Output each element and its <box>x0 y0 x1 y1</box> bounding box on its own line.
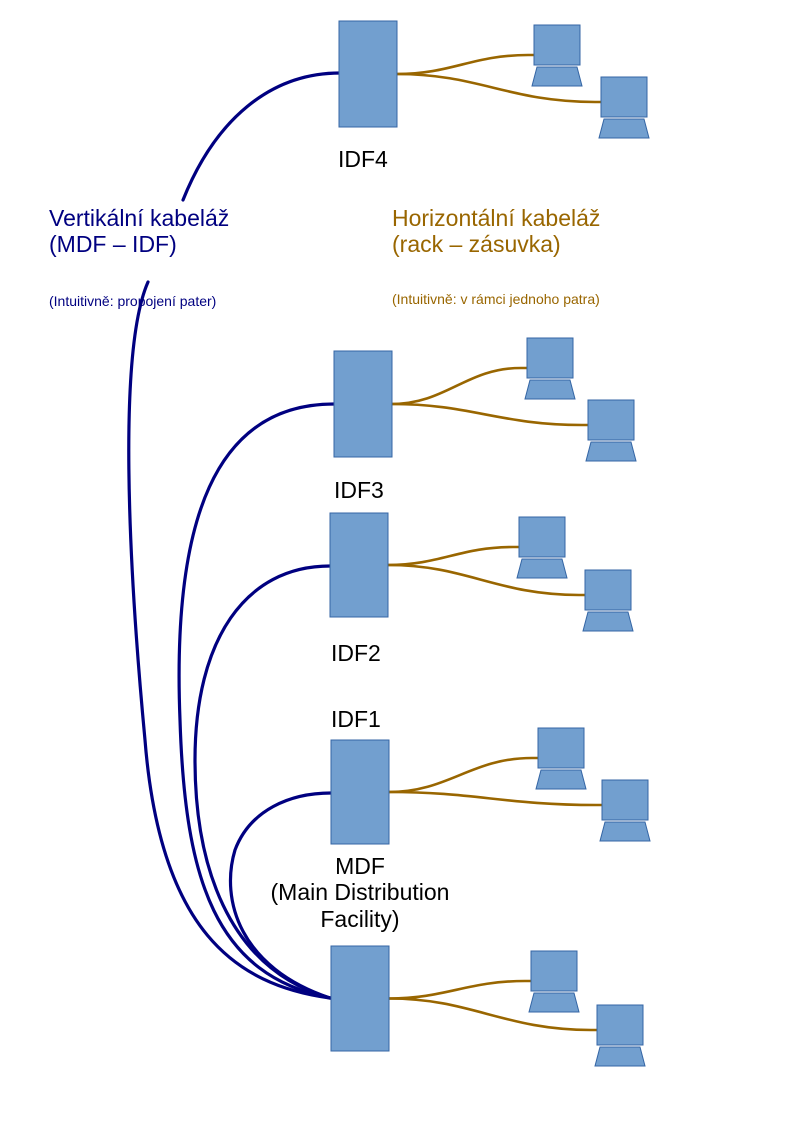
idf4-label: IDF4 <box>338 146 388 172</box>
mdf-label-line1: MDF <box>335 853 385 879</box>
monitor-icon <box>587 399 635 441</box>
keyboard-base-icon <box>582 611 634 632</box>
keyboard-base-icon <box>599 821 651 842</box>
keyboard-base-icon <box>516 558 568 579</box>
keyboard-base-icon <box>535 769 587 790</box>
keyboard-base-icon <box>531 66 583 87</box>
keyboard-base-icon <box>524 379 576 400</box>
horizontal-cabling-title-line1: Horizontální kabeláž <box>392 205 601 231</box>
workstation-idf4-1-computer-icon <box>531 24 583 87</box>
rack-idf4-rack-icon <box>338 20 398 128</box>
monitor-icon <box>601 779 649 821</box>
vertical-cabling-title-line1: Vertikální kabeláž <box>49 205 230 231</box>
mdf-label: MDF (Main Distribution Facility) <box>200 853 520 932</box>
monitor-icon <box>533 24 581 66</box>
horizontal-cabling-note: (Intuitivně: v rámci jednoho patra) <box>392 291 600 307</box>
device-layer <box>329 20 651 1067</box>
monitor-icon <box>530 950 578 992</box>
workstation-idf3-2-computer-icon <box>585 399 637 462</box>
horizontal-cable-idf2-2 <box>386 563 587 597</box>
vertical-cable-idf1 <box>228 791 333 1000</box>
horizontal-cable-idf3-2 <box>390 402 590 427</box>
vertical-cable-idf2 <box>193 564 332 1000</box>
workstation-idf2-1-computer-icon <box>516 516 568 579</box>
cable-layer <box>127 53 604 1032</box>
idf3-label: IDF3 <box>334 477 384 503</box>
horizontal-cabling-title-line2: (rack – zásuvka) <box>392 231 561 258</box>
rack-idf1-rack-icon <box>330 739 390 845</box>
rack-idf3-rack-icon <box>333 350 393 458</box>
workstation-mdf-1-computer-icon <box>528 950 580 1013</box>
horizontal-cabling-title: Horizontální kabeláž (rack – zásuvka) <box>392 205 600 258</box>
mdf-label-line3: Facility) <box>320 905 400 932</box>
horizontal-cable-mdf-1 <box>387 979 533 1000</box>
monitor-icon <box>537 727 585 769</box>
idf2-label: IDF2 <box>331 640 381 666</box>
horizontal-cable-mdf-2 <box>387 997 599 1032</box>
monitor-icon <box>600 76 648 118</box>
keyboard-base-icon <box>598 118 650 139</box>
monitor-icon <box>596 1004 644 1046</box>
vertical-cabling-title: Vertikální kabeláž (MDF – IDF) <box>49 205 229 258</box>
horizontal-cable-idf1-2 <box>387 790 604 807</box>
workstation-idf1-1-computer-icon <box>535 727 587 790</box>
keyboard-base-icon <box>528 992 580 1013</box>
workstation-idf4-2-computer-icon <box>598 76 650 139</box>
idf1-label: IDF1 <box>331 706 381 732</box>
horizontal-cable-idf4-2 <box>395 72 603 104</box>
workstation-idf2-2-computer-icon <box>582 569 634 632</box>
horizontal-cable-idf1-1 <box>387 756 540 794</box>
keyboard-base-icon <box>594 1046 646 1067</box>
vertical-cable-idf3 <box>177 402 336 1000</box>
workstation-idf1-2-computer-icon <box>599 779 651 842</box>
horizontal-cable-idf2-1 <box>386 545 521 567</box>
horizontal-cable-idf4-1 <box>395 53 536 76</box>
vertical-cable-idf4 <box>127 71 342 1000</box>
monitor-icon <box>518 516 566 558</box>
workstation-idf3-1-computer-icon <box>524 337 576 400</box>
vertical-cabling-note: (Intuitivně: propojení pater) <box>49 293 217 309</box>
workstation-mdf-2-computer-icon <box>594 1004 646 1067</box>
rack-idf2-rack-icon <box>329 512 389 618</box>
monitor-icon <box>526 337 574 379</box>
rack-mdf-rack-icon <box>330 945 390 1052</box>
mdf-label-line2: (Main Distribution <box>270 879 450 906</box>
horizontal-cable-idf3-1 <box>390 366 529 406</box>
keyboard-base-icon <box>585 441 637 462</box>
vertical-cabling-title-line2: (MDF – IDF) <box>49 231 177 258</box>
monitor-icon <box>584 569 632 611</box>
